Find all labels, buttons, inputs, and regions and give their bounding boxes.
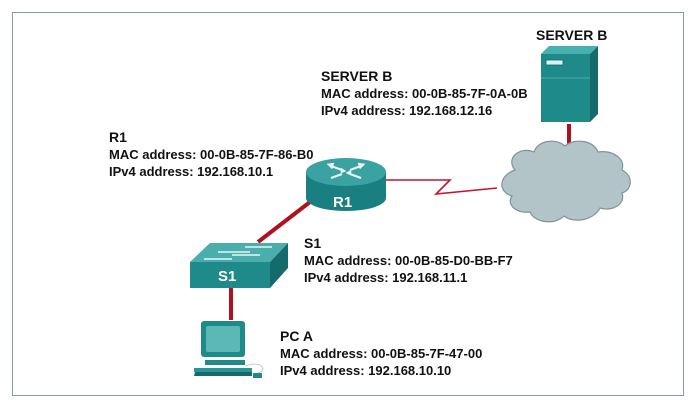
cloud-icon bbox=[501, 140, 631, 223]
router-icon-label: R1 bbox=[333, 194, 352, 211]
pc-mac: MAC address: 00-0B-85-7F-47-00 bbox=[280, 346, 483, 361]
switch-icon-label: S1 bbox=[218, 268, 236, 285]
server-ipv4: IPv4 address: 192.168.12.16 bbox=[321, 103, 493, 118]
server-name: SERVER B bbox=[321, 68, 393, 84]
pc-ipv4: IPv4 address: 192.168.10.10 bbox=[280, 363, 452, 378]
server-icon-label: SERVER B bbox=[536, 27, 607, 43]
switch-name: S1 bbox=[304, 235, 322, 251]
router-icon bbox=[306, 158, 386, 211]
pc-name: PC A bbox=[280, 328, 313, 344]
switch-info: S1 MAC address: 00-0B-85-D0-BB-F7 IPv4 a… bbox=[304, 234, 513, 286]
link-router-cloud-serial bbox=[385, 179, 498, 196]
server-mac: MAC address: 00-0B-85-7F-0A-0B bbox=[321, 86, 528, 101]
router-mac: MAC address: 00-0B-85-7F-86-B0 bbox=[109, 147, 314, 162]
switch-icon bbox=[190, 243, 288, 288]
router-info: R1 MAC address: 00-0B-85-7F-86-B0 IPv4 a… bbox=[109, 128, 313, 180]
router-ipv4: IPv4 address: 192.168.10.1 bbox=[109, 164, 274, 179]
switch-ipv4: IPv4 address: 192.168.11.1 bbox=[304, 270, 468, 285]
pc-info: PC A MAC address: 00-0B-85-7F-47-00 IPv4… bbox=[280, 327, 482, 379]
server-info: SERVER B MAC address: 00-0B-85-7F-0A-0B … bbox=[321, 67, 528, 119]
router-name: R1 bbox=[109, 129, 127, 145]
links bbox=[229, 124, 571, 320]
server-icon bbox=[541, 46, 598, 122]
link-switch-router bbox=[256, 200, 312, 244]
pc-icon bbox=[194, 321, 264, 378]
switch-mac: MAC address: 00-0B-85-D0-BB-F7 bbox=[304, 253, 513, 268]
